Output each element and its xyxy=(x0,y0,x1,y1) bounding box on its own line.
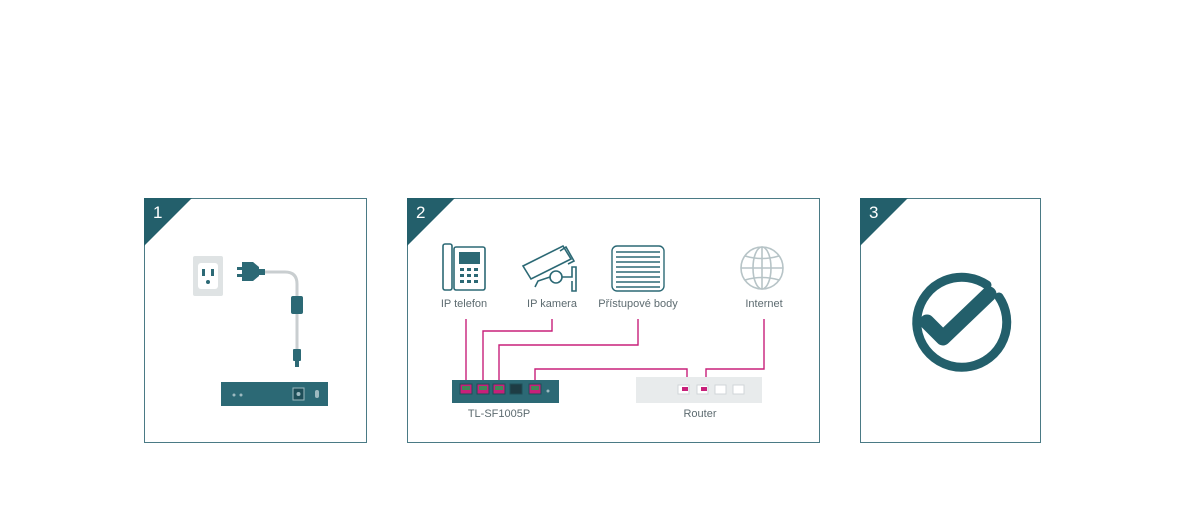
step-1-number: 1 xyxy=(153,203,163,222)
power-outlet-icon xyxy=(193,256,223,296)
globe-icon xyxy=(740,246,784,290)
switch-device xyxy=(452,380,559,403)
step-3-panel: 3 xyxy=(860,198,1041,443)
checkmark-icon xyxy=(912,272,1012,372)
switch-device-back xyxy=(221,382,328,406)
access-point-label: Přístupové body xyxy=(598,298,678,310)
access-point-icon xyxy=(611,245,665,292)
router-label: Router xyxy=(683,408,716,420)
ip-camera-icon xyxy=(521,244,577,292)
ethernet-cables xyxy=(465,319,765,385)
ip-phone-icon xyxy=(442,243,486,291)
step-1-panel: 1 xyxy=(144,198,367,443)
router-device xyxy=(636,377,762,403)
internet-label: Internet xyxy=(745,298,782,310)
step-3-corner-badge xyxy=(860,198,908,246)
ip-phone-label: IP telefon xyxy=(441,298,487,310)
step-2-corner-badge xyxy=(407,198,455,246)
step-2-panel: 2 xyxy=(407,198,820,443)
ip-camera-label: IP kamera xyxy=(527,298,578,310)
power-plug-icon xyxy=(237,262,265,281)
step-2-number: 2 xyxy=(416,203,426,222)
network-diagram: IP telefon IP kamera Přístupové body Int… xyxy=(441,243,784,420)
step-1-illustration xyxy=(193,256,328,406)
switch-label: TL-SF1005P xyxy=(468,408,530,420)
step-3-number: 3 xyxy=(869,203,879,222)
step-1-corner-badge xyxy=(144,198,192,246)
